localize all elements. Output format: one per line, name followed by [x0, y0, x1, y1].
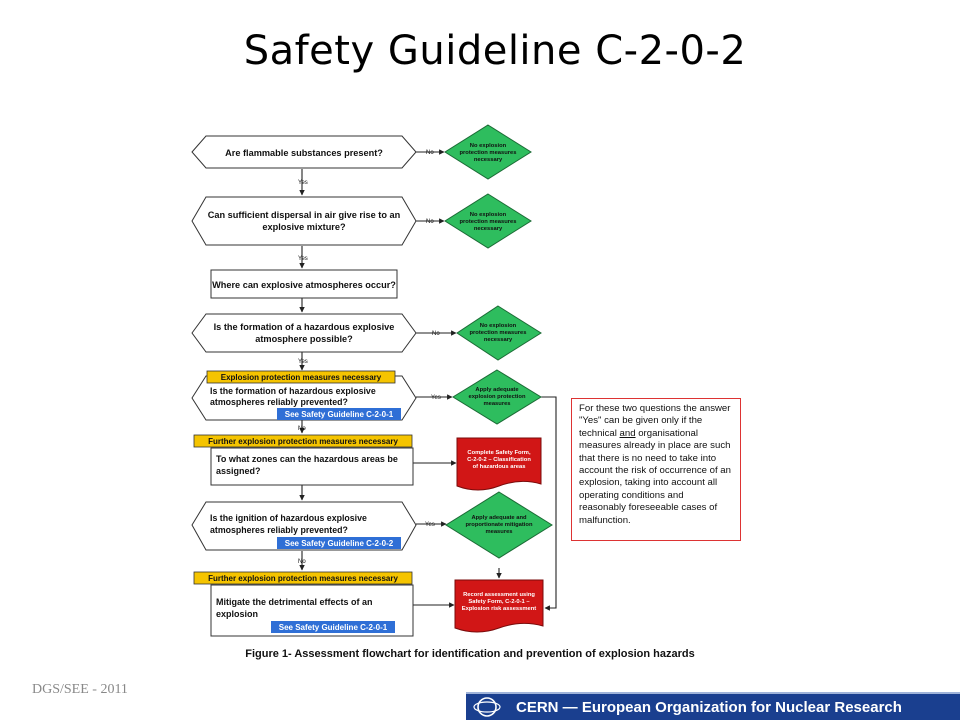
decision-flammable-substances: Are flammable substances present? — [191, 135, 417, 169]
q8-text-line1: Mitigate the detrimental effects of an — [216, 597, 373, 607]
svg-text:Complete Safety Form,: Complete Safety Form, — [467, 450, 531, 456]
banner-further-measures-2-text: Further explosion protection measures ne… — [208, 574, 398, 583]
note-box: For these two questions the answer "Yes"… — [571, 398, 741, 541]
svg-text:Explosion risk assessment: Explosion risk assessment — [462, 606, 536, 612]
note-text-part2: organisational measures already in place… — [579, 427, 731, 526]
step-where-atmospheres-occur: Where can explosive atmospheres occur? — [210, 269, 398, 299]
svg-text:Safety Form, C-2-0-1 –: Safety Form, C-2-0-1 – — [468, 599, 530, 605]
svg-text:necessary: necessary — [474, 157, 503, 163]
q8-text-line2: explosion — [216, 609, 258, 619]
banner-explosion-necessary-text: Explosion protection measures necessary — [221, 373, 382, 382]
link-guideline-c202-text: See Safety Guideline C-2-0-2 — [285, 539, 394, 548]
q6-text-line1: To what zones can the hazardous areas be — [216, 454, 398, 464]
banner-further-measures-2 — [193, 571, 413, 585]
document-complete-safety-form: Complete Safety Form, C-2-0-2 – Classifi… — [456, 437, 542, 491]
q7-text-line1: Is the ignition of hazardous explosive — [210, 513, 367, 523]
outcome-no-measures-2: No explosion protection measures necessa… — [444, 193, 532, 249]
svg-text:protection measures: protection measures — [459, 219, 516, 225]
svg-text:measures: measures — [485, 529, 512, 535]
q5-text-line1: Is the formation of hazardous explosive — [210, 386, 376, 396]
svg-text:necessary: necessary — [484, 337, 513, 343]
q4-text-line2: atmosphere possible? — [255, 334, 353, 344]
no-label: No — [298, 426, 306, 432]
step-mitigate-effects: Further explosion protection measures ne… — [193, 571, 414, 637]
link-guideline-c201-b-text: See Safety Guideline C-2-0-1 — [279, 623, 388, 632]
note-text-and: and — [619, 427, 636, 439]
spine-connectors — [299, 149, 557, 611]
step-zone-assignment: Further explosion protection measures ne… — [193, 434, 414, 486]
no-label: No — [432, 331, 440, 337]
link-guideline-c202 — [277, 537, 401, 549]
link-guideline-c201-a — [277, 408, 401, 420]
cern-organization-name: CERN — European Organization for Nuclear… — [516, 698, 902, 716]
figure-caption: Figure 1- Assessment flowchart for ident… — [245, 648, 695, 660]
svg-text:C-2-0-2 – Classification: C-2-0-2 – Classification — [467, 457, 531, 463]
banner-further-measures-1 — [193, 434, 413, 448]
decision-hazardous-atmosphere-possible: Is the formation of a hazardous explosiv… — [191, 313, 417, 353]
q6-text-line2: assigned? — [216, 466, 261, 476]
link-guideline-c201-a-text: See Safety Guideline C-2-0-1 — [285, 410, 394, 419]
svg-text:protection measures: protection measures — [469, 330, 526, 336]
decision-ignition-reliably-prevented: Is the ignition of hazardous explosive a… — [191, 501, 417, 551]
q4-text-line1: Is the formation of a hazardous explosiv… — [214, 322, 395, 332]
no-label: No — [426, 150, 434, 156]
q7-text-line2: atmospheres reliably prevented? — [210, 525, 348, 535]
svg-text:Apply adequate: Apply adequate — [475, 387, 519, 393]
svg-text:No explosion: No explosion — [470, 143, 507, 149]
svg-text:proportionate mitigation: proportionate mitigation — [466, 522, 533, 528]
q3-text: Where can explosive atmospheres occur? — [212, 280, 396, 290]
outcome-no-measures-3: No explosion protection measures necessa… — [456, 305, 542, 361]
svg-text:measures: measures — [483, 401, 510, 407]
svg-text:Record assessment using: Record assessment using — [463, 592, 535, 598]
footer-department: DGS/SEE - 2011 — [32, 682, 128, 697]
yes-label: Yes — [298, 359, 308, 365]
decision-atmospheres-reliably-prevented: Explosion protection measures necessary … — [191, 370, 417, 421]
slide-title: Safety Guideline C-2-0-2 — [243, 28, 747, 74]
outcome-apply-proportionate: Apply adequate and proportionate mitigat… — [445, 491, 553, 559]
svg-text:necessary: necessary — [474, 226, 503, 232]
yes-label: Yes — [431, 395, 441, 401]
outcome-apply-adequate: Apply adequate explosion protection meas… — [452, 369, 542, 425]
no-label: No — [426, 219, 434, 225]
banner-explosion-necessary — [206, 370, 396, 384]
svg-text:explosion protection: explosion protection — [468, 394, 525, 400]
outcome-no-measures-1: No explosion protection measures necessa… — [444, 124, 532, 180]
decision-sufficient-dispersal: Can sufficient dispersal in air give ris… — [191, 196, 417, 246]
svg-text:of hazardous areas: of hazardous areas — [473, 464, 526, 470]
q5-text-line2: atmospheres reliably prevented? — [210, 397, 348, 407]
q1-text: Are flammable substances present? — [225, 148, 383, 158]
svg-text:No explosion: No explosion — [470, 212, 507, 218]
cern-footer-bar: CERN — European Organization for Nuclear… — [466, 692, 960, 720]
svg-text:protection measures: protection measures — [459, 150, 516, 156]
yes-label: Yes — [425, 522, 435, 528]
document-record-assessment: Record assessment using Safety Form, C-2… — [454, 579, 544, 633]
cern-logo-icon — [473, 697, 501, 717]
note-text-part1: For these two questions the answer "Yes"… — [579, 403, 731, 439]
no-label: No — [298, 559, 306, 565]
svg-text:Apply adequate and: Apply adequate and — [471, 515, 527, 521]
banner-further-measures-1-text: Further explosion protection measures ne… — [208, 437, 398, 446]
q2-text-line1: Can sufficient dispersal in air give ris… — [208, 210, 401, 220]
yes-label: Yes — [298, 180, 308, 186]
yes-label: Yes — [298, 256, 308, 262]
link-guideline-c201-b — [271, 621, 395, 633]
svg-text:No explosion: No explosion — [480, 323, 517, 329]
q2-text-line2: explosive mixture? — [262, 222, 346, 232]
